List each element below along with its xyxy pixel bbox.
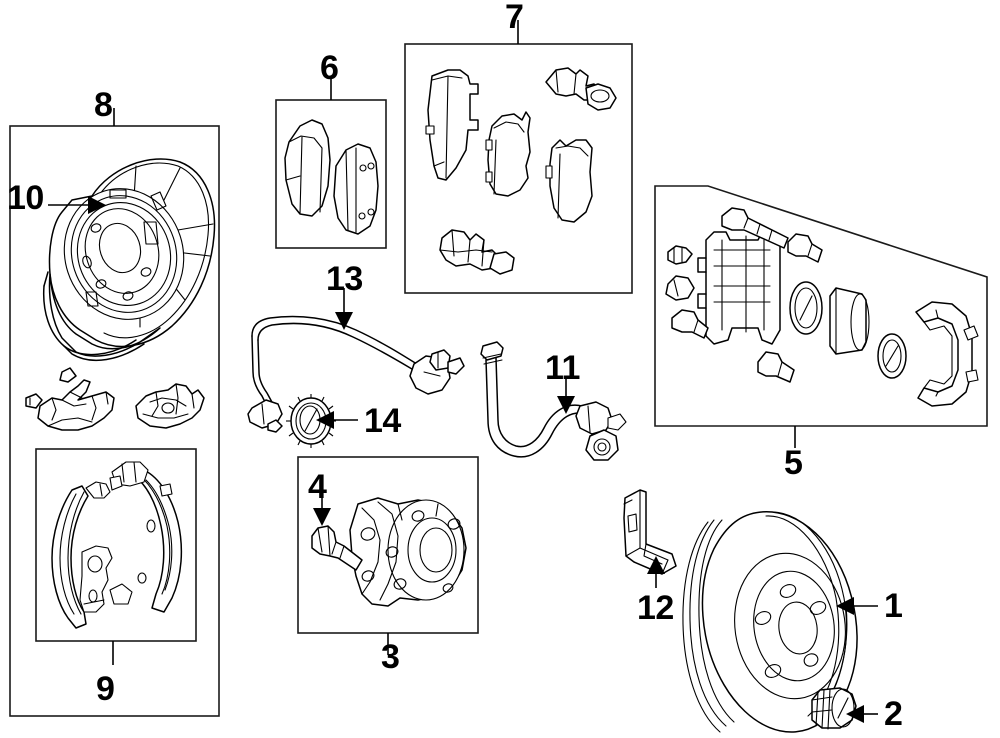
- callout-label-6[interactable]: 6: [320, 49, 339, 87]
- callout-label-4[interactable]: 4: [308, 468, 327, 506]
- leader-callout-2: [846, 705, 878, 723]
- part-parking-brake-shoe-right[interactable]: [109, 461, 183, 613]
- callout-label-14[interactable]: 14: [364, 402, 401, 440]
- part-abs-tone-ring[interactable]: [286, 394, 336, 448]
- part-hardware-clip-bottom[interactable]: [439, 229, 515, 275]
- leader-callout-11: [557, 378, 575, 414]
- part-rear-brake-pad-left[interactable]: [284, 119, 331, 217]
- part-parking-brake-shoe-left[interactable]: [51, 481, 113, 629]
- leader-callout-4: [313, 496, 331, 526]
- callout-label-1[interactable]: 1: [884, 587, 903, 625]
- part-caliper-bleeder-screw[interactable]: [667, 245, 693, 265]
- leader-callout-13: [335, 288, 353, 330]
- part-caliper-guide-pin-4[interactable]: [757, 351, 795, 383]
- part-caliper-guide-pin-3[interactable]: [671, 309, 709, 339]
- part-parking-brake-actuator-left[interactable]: [25, 367, 115, 431]
- part-rotor-retaining-nut[interactable]: [811, 687, 857, 730]
- leader-callout-1: [836, 597, 878, 615]
- part-hardware-pad-a[interactable]: [425, 69, 479, 181]
- part-brake-rotor[interactable]: [682, 503, 867, 738]
- part-hardware-pad-c[interactable]: [545, 139, 593, 223]
- part-caliper-guide-pin-1[interactable]: [721, 207, 789, 249]
- part-caliper-mounting-bracket[interactable]: [915, 301, 979, 407]
- part-parking-brake-actuator-right[interactable]: [135, 383, 205, 429]
- callout-label-10[interactable]: 10: [7, 179, 44, 217]
- group-box-backing-plate[interactable]: [9, 108, 220, 717]
- callout-label-5[interactable]: 5: [784, 444, 803, 482]
- part-hardware-pad-b[interactable]: [485, 111, 531, 197]
- callout-label-8[interactable]: 8: [94, 86, 113, 124]
- part-splash-shield-backing-plate[interactable]: [42, 158, 216, 362]
- leader-callout-14: [316, 411, 358, 429]
- part-abs-wheel-speed-sensor[interactable]: [247, 315, 465, 433]
- leader-callout-10: [48, 196, 106, 214]
- callout-label-12[interactable]: 12: [637, 589, 674, 627]
- part-caliper-piston[interactable]: [829, 287, 870, 355]
- part-caliper-body[interactable]: [697, 231, 781, 345]
- part-caliper-seal-ring-small[interactable]: [877, 333, 907, 379]
- part-hardware-clip-top[interactable]: [545, 67, 617, 111]
- part-wheel-hub-assembly[interactable]: [349, 497, 467, 607]
- part-hub-mounting-bolt[interactable]: [311, 525, 363, 571]
- callout-label-7[interactable]: 7: [505, 0, 524, 36]
- group-box-hardware-kit[interactable]: [404, 20, 633, 294]
- part-brake-hose[interactable]: [480, 341, 627, 461]
- part-brake-hose-bracket[interactable]: [623, 489, 677, 575]
- group-box-hub[interactable]: [297, 456, 479, 655]
- part-caliper-seal-ring-large[interactable]: [789, 281, 823, 335]
- group-box-caliper[interactable]: [654, 185, 988, 448]
- callout-label-3[interactable]: 3: [381, 638, 400, 676]
- group-box-brake-shoes[interactable]: [35, 448, 197, 665]
- callout-label-13[interactable]: 13: [326, 260, 363, 298]
- callout-label-9[interactable]: 9: [96, 670, 115, 708]
- part-caliper-guide-pin-2[interactable]: [787, 233, 823, 263]
- callout-label-2[interactable]: 2: [884, 695, 903, 733]
- callout-label-11[interactable]: 11: [545, 349, 580, 387]
- part-rear-brake-pad-right[interactable]: [333, 143, 379, 235]
- part-caliper-dust-cap[interactable]: [665, 275, 695, 301]
- group-box-brake-pads[interactable]: [275, 78, 387, 249]
- leader-callout-12: [647, 556, 665, 588]
